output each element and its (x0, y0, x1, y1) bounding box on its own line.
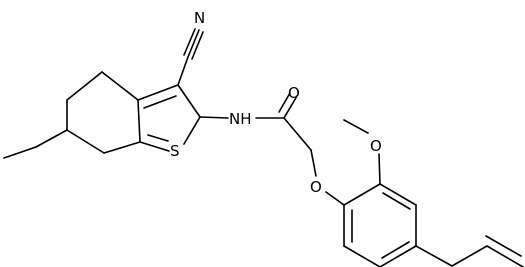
bond-c3a-c3 (137, 84, 179, 101)
bond-ch-ch2-double (485, 235, 522, 257)
bond-c2-s (183, 116, 201, 145)
thiophene-sulfur-label: S (170, 142, 180, 160)
bond-ar1-ar2 (343, 183, 381, 206)
allyl-group (415, 235, 524, 267)
bond-ch2-ch (451, 245, 488, 267)
bond-c5-ch2 (35, 129, 68, 148)
bond-ar2-ar3-double (382, 192, 411, 210)
bond-c7a-c7 (101, 71, 139, 101)
bond-c7-c6 (66, 71, 103, 101)
bond-c7a-s (139, 141, 170, 152)
bond-ch2-ether-o (310, 149, 317, 177)
bond-ar4-ar5-double (381, 241, 410, 259)
bond-c7a-s-double (147, 134, 169, 142)
thiophene-ring (137, 84, 201, 152)
ethyl-group (3, 129, 68, 159)
methoxy-oxygen-label: O (370, 137, 382, 155)
bond-c5-c4 (66, 129, 105, 154)
ether-oxygen-label: O (310, 178, 322, 196)
bond-c3a-c7a (137, 99, 141, 143)
bond-carbonyl-o-double (278, 92, 291, 113)
bond-ar2-methoxy-o (378, 153, 381, 185)
bond-c4-c3a (103, 141, 141, 154)
bond-cn-triple-1 (187, 29, 200, 58)
nitrile-group (177, 28, 204, 86)
bond-ar5-ar6 (343, 245, 381, 267)
benzene-ring (325, 183, 417, 267)
bond-ch-ch2 (486, 245, 524, 267)
bond-ch2-ch3 (3, 146, 37, 159)
bond-c2-nh (199, 116, 229, 119)
bond-cn-triple-3 (191, 31, 204, 60)
bond-ar2-ar3 (379, 183, 417, 206)
bond-c3-cn (177, 56, 189, 86)
bond-ether-o-ar (325, 191, 345, 206)
bond-methoxy-o-ch3 (343, 119, 369, 134)
nitrile-nitrogen-label: N (194, 9, 205, 27)
cyclohexane-ring (66, 71, 141, 154)
amide-linkage (199, 92, 317, 177)
bond-ar4-ch2 (415, 245, 453, 267)
bond-c3a-c3-double (143, 95, 177, 109)
methoxy-group (343, 119, 381, 185)
bond-ar4-ar5 (379, 245, 417, 267)
amide-nh-label: NH (229, 110, 252, 128)
bond-carbonyl-ch2 (283, 117, 312, 151)
bond-c3-c2 (177, 84, 201, 118)
bond-cn-triple-2 (183, 28, 196, 56)
carbonyl-oxygen-label: O (288, 84, 300, 102)
bond-carbonyl-o (283, 95, 298, 119)
